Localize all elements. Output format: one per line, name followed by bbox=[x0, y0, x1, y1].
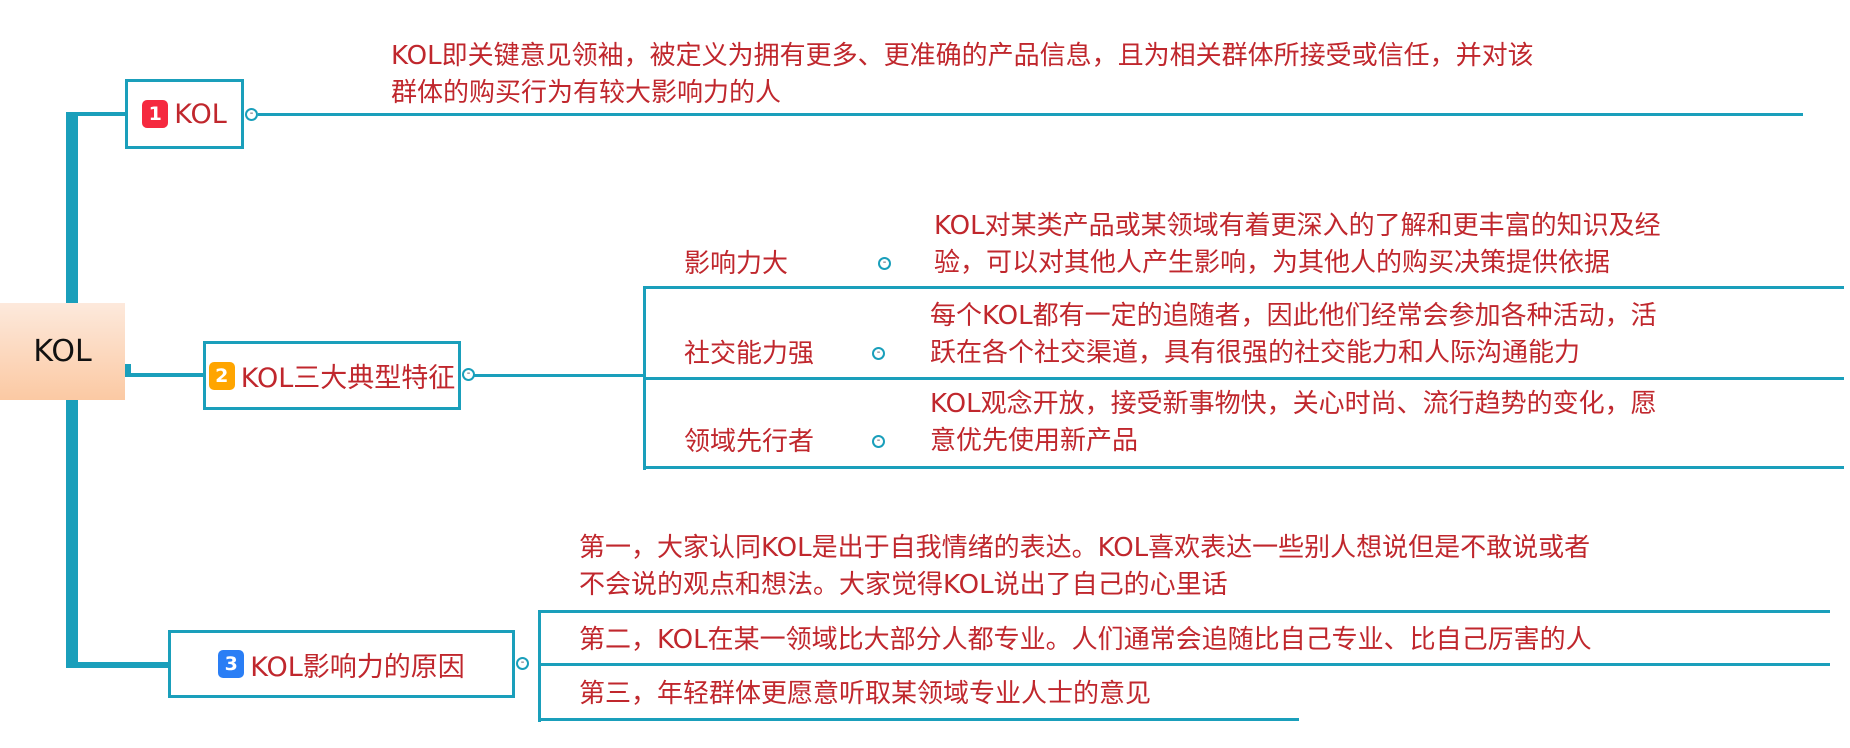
priority-badge-3: 3 bbox=[218, 650, 245, 678]
underline bbox=[643, 286, 1844, 289]
bracket-line bbox=[538, 611, 541, 722]
underline bbox=[643, 466, 1844, 469]
detail-line: 跃在各个社交渠道，具有很强的社交能力和人际沟通能力 bbox=[930, 338, 1581, 368]
detail-line: KOL即关键意见领袖，被定义为拥有更多、更准确的产品信息，且为相关群体所接受或信… bbox=[391, 41, 1534, 71]
detail-line: 验，可以对其他人产生影响，为其他人的购买决策提供依据 bbox=[934, 248, 1611, 278]
feature-label[interactable]: 影响力大 bbox=[684, 249, 789, 279]
detail-line: 意优先使用新产品 bbox=[930, 426, 1139, 456]
detail-line: 第二，KOL在某一领域比大部分人都专业。人们通常会追随比自己专业、比自己厉害的人 bbox=[579, 625, 1592, 655]
detail-line: 每个KOL都有一定的追随者，因此他们经常会参加各种活动，活 bbox=[930, 301, 1657, 331]
branch-label: KOL bbox=[174, 98, 227, 130]
detail-text: KOL即关键意见领袖，被定义为拥有更多、更准确的产品信息，且为相关群体所接受或信… bbox=[391, 38, 1534, 112]
feature-detail: 每个KOL都有一定的追随者，因此他们经常会参加各种活动，活 跃在各个社交渠道，具… bbox=[930, 298, 1657, 372]
connector-3 bbox=[66, 662, 170, 668]
feature-detail: KOL对某类产品或某领域有着更深入的了解和更丰富的知识及经 验，可以对其他人产生… bbox=[934, 208, 1661, 282]
branch-label: KOL影响力的原因 bbox=[250, 651, 465, 683]
branch-node-2[interactable]: 2 KOL三大典型特征 bbox=[203, 341, 461, 410]
branch-label: KOL三大典型特征 bbox=[240, 363, 456, 394]
reason-text: 第二，KOL在某一领域比大部分人都专业。人们通常会追随比自己专业、比自己厉害的人 bbox=[579, 622, 1592, 659]
branch-node-3[interactable]: 3 KOL影响力的原因 bbox=[168, 630, 515, 698]
connector-2-stub bbox=[125, 364, 131, 377]
priority-badge-2: 2 bbox=[208, 361, 235, 390]
detail-line: 不会说的观点和想法。大家觉得KOL说出了自己的心里话 bbox=[579, 570, 1228, 600]
reason-text: 第一，大家认同KOL是出于自我情绪的表达。KOL喜欢表达一些别人想说但是不敢说或… bbox=[579, 530, 1590, 604]
collapse-icon[interactable]: - bbox=[872, 435, 885, 448]
underline bbox=[538, 610, 1830, 613]
detail-underline bbox=[258, 113, 1803, 116]
collapse-icon[interactable]: - bbox=[878, 257, 891, 270]
connector-2 bbox=[125, 373, 205, 377]
detail-line: 群体的购买行为有较大影响力的人 bbox=[391, 78, 782, 108]
connector bbox=[474, 374, 644, 377]
feature-label[interactable]: 领域先行者 bbox=[684, 427, 815, 457]
detail-line: KOL对某类产品或某领域有着更深入的了解和更丰富的知识及经 bbox=[934, 211, 1661, 241]
detail-line: 第三，年轻群体更愿意听取某领域专业人士的意见 bbox=[579, 679, 1152, 709]
connector-1 bbox=[66, 112, 126, 116]
feature-detail: KOL观念开放，接受新事物快，关心时尚、流行趋势的变化，愿 意优先使用新产品 bbox=[930, 386, 1657, 460]
priority-badge-1: 1 bbox=[142, 100, 169, 128]
detail-line: KOL观念开放，接受新事物快，关心时尚、流行趋势的变化，愿 bbox=[930, 389, 1657, 419]
root-label: KOL bbox=[33, 334, 92, 369]
root-node[interactable]: KOL bbox=[0, 303, 125, 400]
collapse-icon[interactable]: - bbox=[872, 347, 885, 360]
underline bbox=[538, 663, 1830, 666]
reason-text: 第三，年轻群体更愿意听取某领域专业人士的意见 bbox=[579, 676, 1151, 713]
collapse-icon[interactable]: - bbox=[516, 657, 529, 670]
branch-node-1[interactable]: 1 KOL bbox=[125, 79, 244, 149]
feature-label[interactable]: 社交能力强 bbox=[684, 339, 815, 369]
collapse-icon[interactable]: - bbox=[245, 108, 258, 121]
underline bbox=[643, 377, 1844, 380]
detail-line: 第一，大家认同KOL是出于自我情绪的表达。KOL喜欢表达一些别人想说但是不敢说或… bbox=[579, 533, 1591, 563]
underline bbox=[538, 718, 1299, 721]
